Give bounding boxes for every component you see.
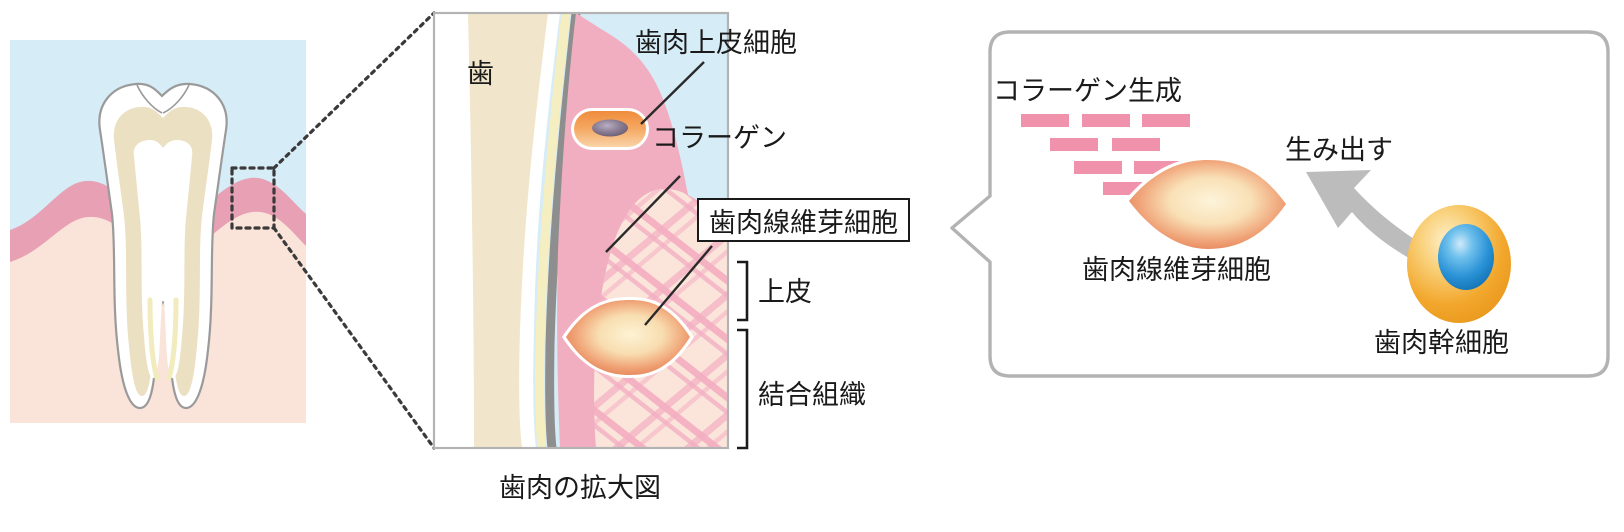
fibroblast-body	[566, 300, 690, 375]
caption-magnified-view: 歯肉の拡大図	[499, 473, 661, 503]
label-collagen-production: コラーゲン生成	[993, 76, 1182, 106]
fibroblast-label-text: 歯肉線維芽細胞	[709, 207, 898, 238]
cementum-yellow-line	[535, 13, 571, 448]
label-stem-cell: 歯肉幹細胞	[1374, 328, 1509, 358]
fibroblast-bubble-body	[1129, 160, 1286, 249]
bracket-epithelium	[737, 260, 749, 322]
stem-cell	[1407, 205, 1511, 323]
label-fibroblast-bubble: 歯肉線維芽細胞	[1082, 255, 1271, 285]
epithelial-cell-nucleus	[592, 119, 628, 137]
leader-collagen	[605, 175, 681, 253]
collagen-brick	[1142, 114, 1190, 127]
magnified-leader-lines	[605, 61, 713, 326]
collagen-brick	[1082, 114, 1130, 127]
connector-top	[272, 11, 436, 170]
text-layer: 歯 歯肉上皮細胞 コラーゲン 上皮 結合組織 歯肉の拡大図 コラーゲン生成 生み…	[467, 28, 1509, 503]
label-epithelium: 上皮	[758, 277, 812, 307]
label-tooth: 歯	[467, 59, 494, 89]
leader-fibroblast	[644, 245, 713, 326]
collagen-brick	[1112, 138, 1160, 151]
panel-tooth-cross-section	[10, 40, 306, 423]
fibroblast-cell-bubble	[1125, 157, 1290, 252]
panel-gum-magnified	[432, 11, 730, 450]
cusp-line	[136, 84, 190, 114]
fibroblast-cell-magnified	[562, 297, 694, 378]
collagen-brick	[1021, 114, 1069, 127]
collagen-brick	[1074, 161, 1122, 174]
tissue-brackets	[737, 260, 749, 450]
connector-bottom	[272, 226, 436, 450]
label-collagen: コラーゲン	[652, 123, 787, 153]
collagen-brick	[1050, 138, 1098, 151]
label-epithelial-cell: 歯肉上皮細胞	[635, 28, 797, 58]
enamel-boundary-line	[545, 13, 581, 448]
label-connective-tissue: 結合組織	[758, 380, 866, 410]
label-produces: 生み出す	[1285, 135, 1393, 165]
panel-process-bubble	[950, 30, 1610, 378]
produces-arrow	[1306, 170, 1435, 272]
tooth-dentin-band	[468, 13, 548, 448]
zoom-connector-lines	[272, 11, 436, 450]
bracket-connective-tissue	[737, 328, 749, 450]
stem-cell-nucleus	[1438, 224, 1494, 290]
root-canal	[147, 297, 179, 381]
leader-epithelial-cell	[640, 61, 705, 125]
zoom-selection-box	[230, 166, 276, 230]
fibroblast-label-box: 歯肉線維芽細胞	[697, 198, 910, 242]
epithelial-cell	[571, 108, 649, 150]
